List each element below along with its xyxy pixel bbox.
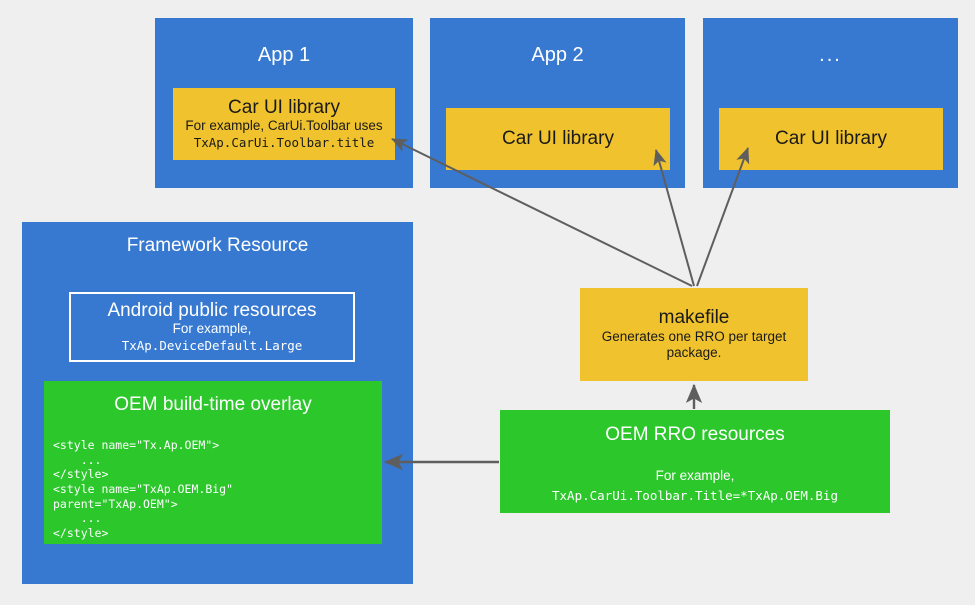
oem-build-time-overlay-box: OEM build-time overlay <style name="Tx.A… (44, 381, 382, 544)
app-3-title: ... (819, 44, 842, 66)
app-1-library-title: Car UI library (228, 96, 340, 118)
android-public-resources-title: Android public resources (107, 299, 317, 321)
app-1-container: App 1 Car UI library For example, CarUi.… (155, 18, 413, 188)
app-2-library-title: Car UI library (502, 128, 614, 150)
framework-resource-container: Framework Resource Android public resour… (22, 222, 413, 584)
android-public-resources-box: Android public resources For example, Tx… (69, 292, 355, 362)
android-public-resources-code: TxAp.DeviceDefault.Large (121, 338, 303, 354)
android-public-resources-subtitle: For example, (172, 321, 252, 337)
app-2-title: App 2 (531, 44, 584, 66)
oem-rro-resources-title: OEM RRO resources (605, 424, 785, 445)
oem-build-time-overlay-code: <style name="Tx.Ap.OEM"> ... </style> <s… (53, 437, 234, 541)
framework-resource-title: Framework Resource (126, 235, 309, 256)
oem-rro-resources-subtitle: For example, (655, 467, 735, 483)
app-3-car-ui-library: Car UI library (719, 108, 943, 170)
app-1-library-subtitle: For example, CarUi.Toolbar uses (185, 118, 383, 134)
oem-rro-resources-box: OEM RRO resources For example, TxAp.CarU… (500, 410, 890, 513)
app-1-library-code: TxAp.CarUi.Toolbar.title (193, 135, 375, 151)
oem-rro-resources-code: TxAp.CarUi.Toolbar.Title=*TxAp.OEM.Big (552, 487, 838, 503)
app-2-car-ui-library: Car UI library (446, 108, 670, 170)
makefile-box: makefile Generates one RRO per target pa… (580, 288, 808, 381)
app-1-car-ui-library: Car UI library For example, CarUi.Toolba… (173, 88, 395, 160)
app-3-container: ... Car UI library (703, 18, 958, 188)
makefile-subtitle: Generates one RRO per target package. (601, 328, 787, 361)
app-1-title: App 1 (257, 44, 311, 66)
app-2-container: App 2 Car UI library (430, 18, 685, 188)
oem-build-time-overlay-title: OEM build-time overlay (114, 394, 312, 415)
makefile-title: makefile (658, 306, 730, 328)
app-3-library-title: Car UI library (775, 128, 887, 150)
